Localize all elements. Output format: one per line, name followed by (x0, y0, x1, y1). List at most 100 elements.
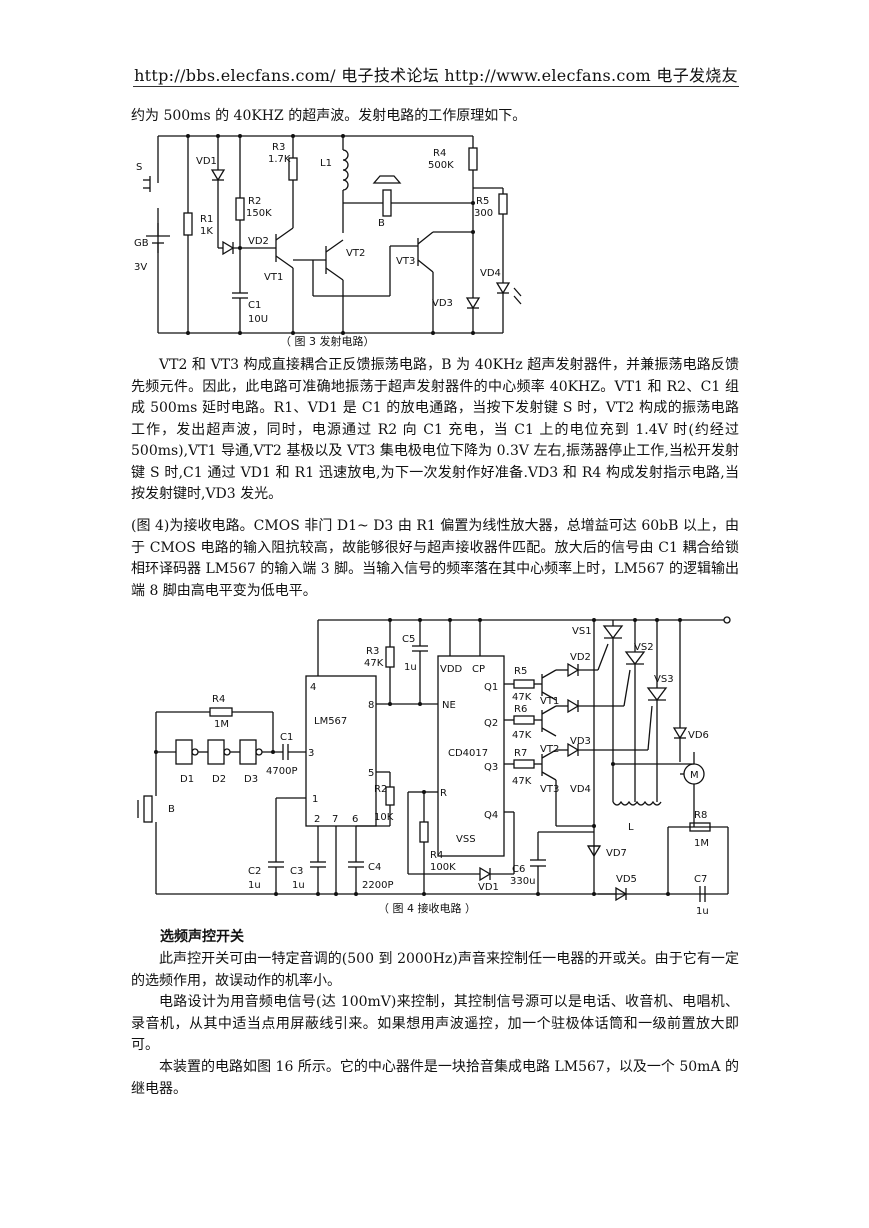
fig4-label-d1: D1 (180, 774, 194, 785)
figure-3-caption: （ 图 3 发射电路） (280, 334, 375, 348)
fig4-label-c3-value: 1u (292, 880, 305, 891)
header-rule (133, 86, 739, 87)
label-gb: GB (134, 238, 149, 249)
label-vd4: VD4 (480, 268, 501, 279)
fig4-label-r3: R3 (366, 646, 379, 657)
fig4-label-vt2: VT2 (540, 744, 559, 755)
fig4-label-vs2: VS2 (634, 642, 654, 653)
fig4-label-c4-value: 2200P (362, 880, 393, 891)
paragraph-intro: 约为 500ms 的 40KHZ 的超声波。发射电路的工作原理如下。 (131, 108, 527, 124)
label-gb-value: 3V (134, 262, 147, 273)
fig4-label-vd6: VD6 (688, 730, 709, 741)
fig4-label-c3: C3 (290, 866, 303, 877)
fig4-label-c1-value: 4700P (266, 766, 297, 777)
fig4-label-q4: Q4 (484, 810, 498, 821)
fig4-label-vd5: VD5 (616, 874, 637, 885)
fig4-label-c4: C4 (368, 862, 381, 873)
label-r5: R5 (476, 196, 489, 207)
fig4-label-vd2: VD2 (570, 652, 591, 663)
figure-3-transmitter-circuit: S VD1 R3 1.7K L1 R4 500K R1 1K R2 150K G… (134, 134, 522, 348)
fig4-label-vss: VSS (456, 834, 476, 845)
fig4-label-pin5: 5 (368, 768, 374, 779)
label-r5-value: 300 (474, 208, 493, 219)
fig4-label-vd3: VD3 (570, 736, 591, 747)
fig4-label-vd4: VD4 (570, 784, 591, 795)
fig4-label-pin8: 8 (368, 700, 374, 711)
fig4-label-rr4: R4 (430, 850, 443, 861)
fig4-label-r5: R5 (514, 666, 527, 677)
paragraph-voice-switch-circuit: 本装置的电路如图 16 所示。它的中心器件是一块拾音集成电路 LM567，以及一… (131, 1059, 739, 1097)
fig4-label-q1: Q1 (484, 682, 498, 693)
fig4-label-r2: R2 (374, 784, 387, 795)
fig4-label-d2: D2 (212, 774, 226, 785)
paragraph-receiver-intro: (图 4)为接收电路。CMOS 非门 D1~ D3 由 R1 偏置为线性放大器，… (131, 518, 739, 599)
fig4-label-vs1: VS1 (572, 626, 592, 637)
label-l1: L1 (320, 158, 332, 169)
fig4-label-r8: R8 (694, 810, 707, 821)
fig4-label-vd7: VD7 (606, 848, 627, 859)
section-title: 选频声控开关 (160, 929, 244, 945)
fig4-label-pin1: 1 (312, 794, 318, 805)
fig4-label-r4: R4 (212, 694, 225, 705)
fig4-label-pin6: 6 (352, 814, 358, 825)
fig4-label-r7-value: 47K (512, 776, 532, 787)
figure-4-caption: （ 图 4 接收电路 ） (378, 901, 476, 915)
label-r1-value: 1K (200, 226, 213, 237)
fig4-label-c6: C6 (512, 864, 525, 875)
fig4-label-r3-value: 47K (364, 658, 384, 669)
fig4-label-cd4017: CD4017 (448, 748, 488, 759)
fig4-label-r: R (440, 788, 447, 799)
fig4-label-c5: C5 (402, 634, 415, 645)
fig4-label-lm567: LM567 (314, 716, 347, 727)
fig4-label-b: B (168, 804, 175, 815)
paragraph-voice-switch-intro: 此声控开关可由一特定音调的(500 到 2000Hz)声音来控制任一电器的开或关… (131, 951, 739, 989)
label-r4-value: 500K (428, 160, 454, 171)
label-r3-value: 1.7K (268, 154, 291, 165)
fig4-label-c1: C1 (280, 732, 293, 743)
fig4-label-vt3: VT3 (540, 784, 559, 795)
page-header: http://bbs.elecfans.com/ 电子技术论坛 http://w… (134, 66, 738, 85)
fig4-label-pin7: 7 (332, 814, 338, 825)
label-r2-value: 150K (246, 208, 272, 219)
fig4-label-r5-value: 47K (512, 692, 532, 703)
fig4-label-q3: Q3 (484, 762, 498, 773)
fig4-label-c7-value: 1u (696, 906, 709, 917)
fig4-label-q2: Q2 (484, 718, 498, 729)
label-r3: R3 (272, 142, 285, 153)
fig4-label-vd1: VD1 (478, 882, 499, 893)
fig4-label-r6: R6 (514, 704, 527, 715)
label-r1: R1 (200, 214, 213, 225)
label-vd2: VD2 (248, 236, 269, 247)
fig4-label-r7: R7 (514, 748, 527, 759)
fig4-label-vdd: VDD (440, 664, 463, 675)
fig4-label-c2: C2 (248, 866, 261, 877)
fig4-label-c7: C7 (694, 874, 707, 885)
paragraph-transmitter-principle: VT2 和 VT3 构成直接耦合正反馈振荡电路，B 为 40KHz 超声发射器件… (131, 357, 739, 502)
label-vd1: VD1 (196, 156, 217, 167)
fig4-label-l: L (628, 822, 634, 833)
fig4-label-ne: NE (442, 700, 456, 711)
label-vt2: VT2 (346, 248, 365, 259)
fig4-label-r2-value: 10K (374, 812, 394, 823)
fig4-label-pin2: 2 (314, 814, 320, 825)
fig4-label-d3: D3 (244, 774, 258, 785)
fig4-label-m: M (690, 770, 699, 781)
fig4-label-r4-value: 1M (214, 719, 229, 730)
fig4-label-r8-value: 1M (694, 838, 709, 849)
label-s: S (136, 162, 142, 173)
label-vt3: VT3 (396, 256, 415, 267)
fig4-label-rr4-value: 100K (430, 862, 456, 873)
fig4-label-pin4: 4 (310, 682, 316, 693)
label-c1: C1 (248, 300, 261, 311)
fig4-label-vs3: VS3 (654, 674, 674, 685)
label-r2: R2 (248, 196, 261, 207)
label-vd3: VD3 (432, 298, 453, 309)
fig4-label-c6-value: 330u (510, 876, 535, 887)
label-b: B (378, 218, 385, 229)
label-r4: R4 (433, 148, 446, 159)
fig4-label-r6-value: 47K (512, 730, 532, 741)
fig4-label-c5-value: 1u (404, 662, 417, 673)
label-c1-value: 10U (248, 314, 268, 325)
paragraph-voice-switch-signal: 电路设计为用音频电信号(达 100mV)来控制，其控制信号源可以是电话、收音机、… (131, 994, 739, 1053)
figure-4-receiver-circuit: R3 47K C5 1u VDD CP R5 47K Q1 VS1 VD2 VS… (137, 616, 731, 917)
